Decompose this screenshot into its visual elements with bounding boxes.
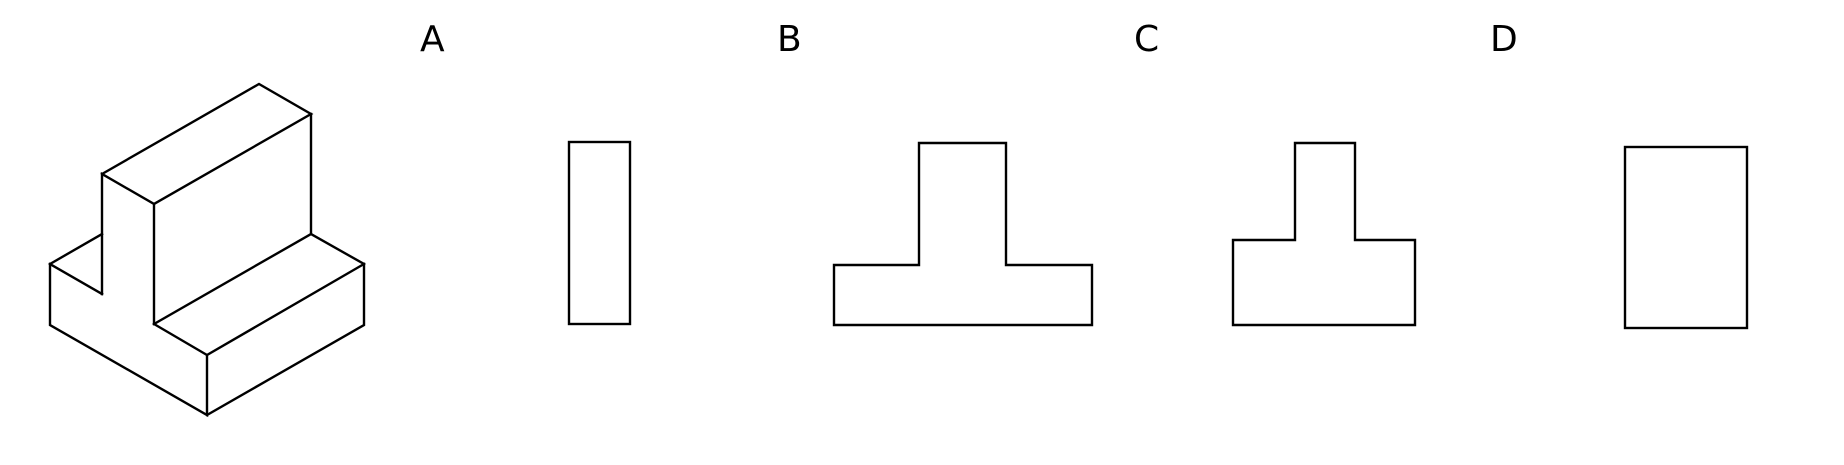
isometric-solid bbox=[48, 82, 366, 418]
option-a-label: A bbox=[420, 19, 445, 60]
upright-block-top-face bbox=[100, 82, 314, 206]
base-slab-top-front-edge bbox=[152, 322, 209, 357]
option-b-view bbox=[832, 141, 1094, 327]
base-slab-top-inner-edge bbox=[152, 232, 313, 326]
option-d-view bbox=[1623, 145, 1749, 330]
base-left-wing-top-edge bbox=[48, 232, 104, 266]
upright-block-left-face bbox=[100, 171, 156, 326]
base-slab-front-right bbox=[205, 262, 366, 417]
base-slab-top-right-edge bbox=[205, 262, 366, 357]
base-left-wing-inner-edge bbox=[48, 262, 104, 296]
option-b-label: B bbox=[777, 19, 802, 60]
option-c-label: C bbox=[1134, 19, 1160, 60]
base-slab-front-left bbox=[48, 262, 209, 418]
option-a-view bbox=[567, 140, 632, 326]
base-slab-right-back-edge bbox=[309, 232, 366, 266]
option-d-label: D bbox=[1490, 19, 1518, 60]
option-c-view bbox=[1231, 141, 1417, 327]
